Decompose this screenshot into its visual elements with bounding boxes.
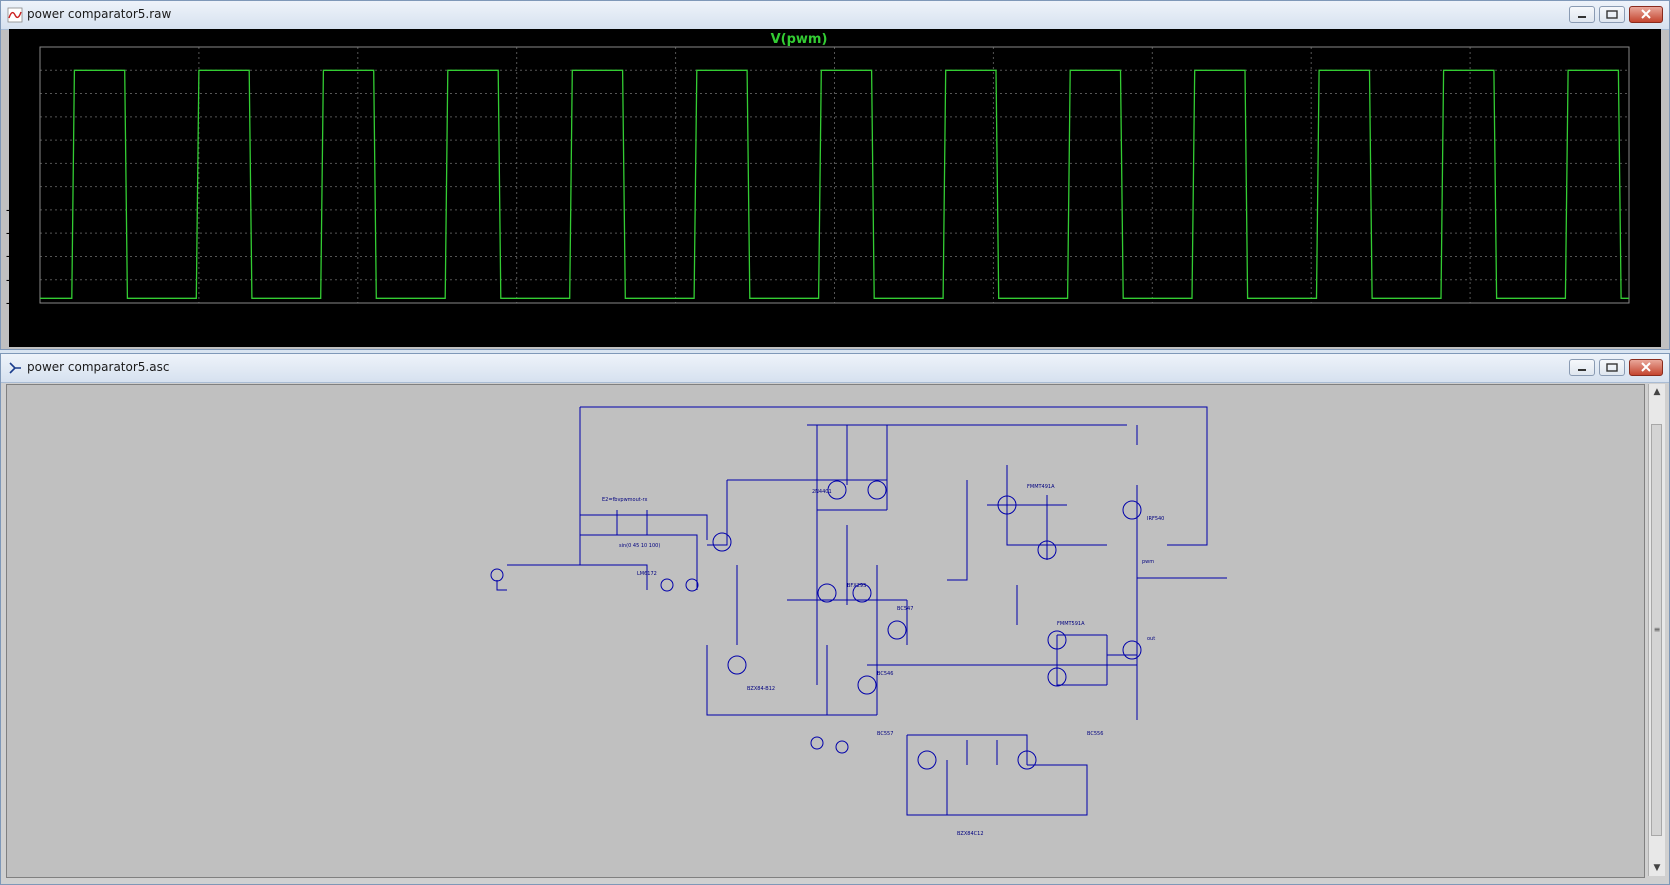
y-tick-label: -50V	[5, 296, 36, 311]
annot-14: pwm	[1142, 559, 1154, 565]
y-tick-label: 0V	[18, 179, 36, 195]
schematic-labels: E2=fbvpwmout-rx sin(0 45 10 100) LM6172 …	[602, 484, 1164, 837]
scroll-thumb[interactable]: ≡	[1651, 424, 1662, 836]
schematic-titlebar[interactable]: power comparator5.asc	[1, 354, 1669, 383]
restore-icon	[1606, 363, 1618, 372]
scroll-up-arrow-icon[interactable]: ▲	[1653, 387, 1661, 397]
x-tick-label: 66µs	[1135, 318, 1167, 333]
close-icon	[1641, 362, 1651, 372]
y-tick-label: 20V	[10, 133, 36, 149]
close-icon	[1641, 9, 1651, 19]
trace-label[interactable]: V(pwm)	[771, 32, 828, 47]
y-tick-label: -40V	[5, 272, 36, 288]
schematic-window-title: power comparator5.asc	[27, 360, 170, 374]
schematic-canvas[interactable]: E2=fbvpwmout-rx sin(0 45 10 100) LM6172 …	[6, 384, 1645, 878]
plot-area[interactable]: V(pwm)	[9, 29, 1661, 347]
y-tick-label: -20V	[5, 226, 36, 242]
minimize-button[interactable]	[1569, 6, 1595, 23]
plot-grid	[39, 46, 1630, 304]
annot-9: FMMT491A	[1027, 484, 1055, 490]
waveform-window-title: power comparator5.raw	[27, 7, 172, 21]
x-tick-label: 63µs	[976, 318, 1008, 333]
y-tick-label: -10V	[5, 202, 36, 218]
schematic-app-icon	[9, 362, 21, 374]
annot-12: BC556	[1087, 731, 1103, 737]
close-button[interactable]	[1629, 6, 1663, 23]
x-tick-label: 75µs	[1594, 318, 1626, 333]
x-tick-label: 51µs	[340, 318, 373, 333]
schematic-scrollbar[interactable]: ▲ ≡ ▼	[1648, 384, 1665, 876]
annot-13: BC546	[877, 671, 893, 677]
minimize-icon	[1578, 16, 1586, 18]
y-tick-label: 40V	[10, 86, 36, 102]
trace-v-pwm[interactable]	[40, 69, 1629, 299]
annot-3: BZX84-B12	[747, 686, 775, 692]
annot-1: sin(0 45 10 100)	[619, 543, 660, 549]
minimize-icon	[1578, 369, 1586, 371]
y-tick-label: -30V	[5, 249, 36, 265]
annot-6: BC557	[877, 731, 893, 737]
restore-icon	[1606, 10, 1618, 19]
y-tick-label: 10V	[10, 156, 36, 172]
x-tick-label: 60µs	[817, 318, 850, 333]
annot-10: FMMT591A	[1057, 621, 1085, 627]
schematic-drawing[interactable]: E2=fbvpwmout-rx sin(0 45 10 100) LM6172 …	[7, 385, 1644, 877]
annot-11: BZX84C12	[957, 831, 984, 837]
trace-line-group	[40, 69, 1629, 299]
x-tick-label: 45µs	[23, 318, 55, 333]
annot-15: out	[1147, 636, 1155, 642]
annot-4: 2N4401	[812, 489, 832, 495]
annot-5: BC547	[897, 606, 913, 612]
annot-2: LM6172	[637, 571, 657, 577]
y-tick-label: 50V	[10, 63, 36, 79]
annot-8: IRF540	[1147, 516, 1164, 522]
y-tick-label: 30V	[10, 109, 36, 125]
close-button-2[interactable]	[1629, 359, 1663, 376]
restore-button-2[interactable]	[1599, 359, 1625, 376]
x-tick-label: 54µs	[499, 318, 532, 333]
restore-button[interactable]	[1599, 6, 1625, 23]
y-tick-label: 60V	[10, 40, 36, 55]
minimize-button-2[interactable]	[1569, 359, 1595, 376]
waveform-window: power comparator5.raw V(pwm) 60V 50V 40V 30…	[0, 0, 1670, 350]
x-tick-label: 57µs	[658, 318, 691, 333]
annot-7: BFX29S	[847, 583, 866, 589]
scroll-down-arrow-icon[interactable]: ▼	[1653, 863, 1661, 873]
waveform-titlebar[interactable]: power comparator5.raw	[1, 1, 1669, 30]
annot-0: E2=fbvpwmout-rx	[602, 497, 647, 503]
x-tick-label: 72µs	[1453, 318, 1485, 333]
waveform-plot[interactable]: V(pwm)	[9, 29, 1661, 347]
x-tick-label: 48µs	[181, 318, 214, 333]
scroll-grip-icon: ≡	[1653, 625, 1661, 634]
schematic-window: power comparator5.asc	[0, 353, 1670, 885]
x-tick-label: 69µs	[1294, 318, 1326, 333]
waveform-app-icon	[7, 7, 23, 23]
plot-frame	[39, 46, 1630, 304]
